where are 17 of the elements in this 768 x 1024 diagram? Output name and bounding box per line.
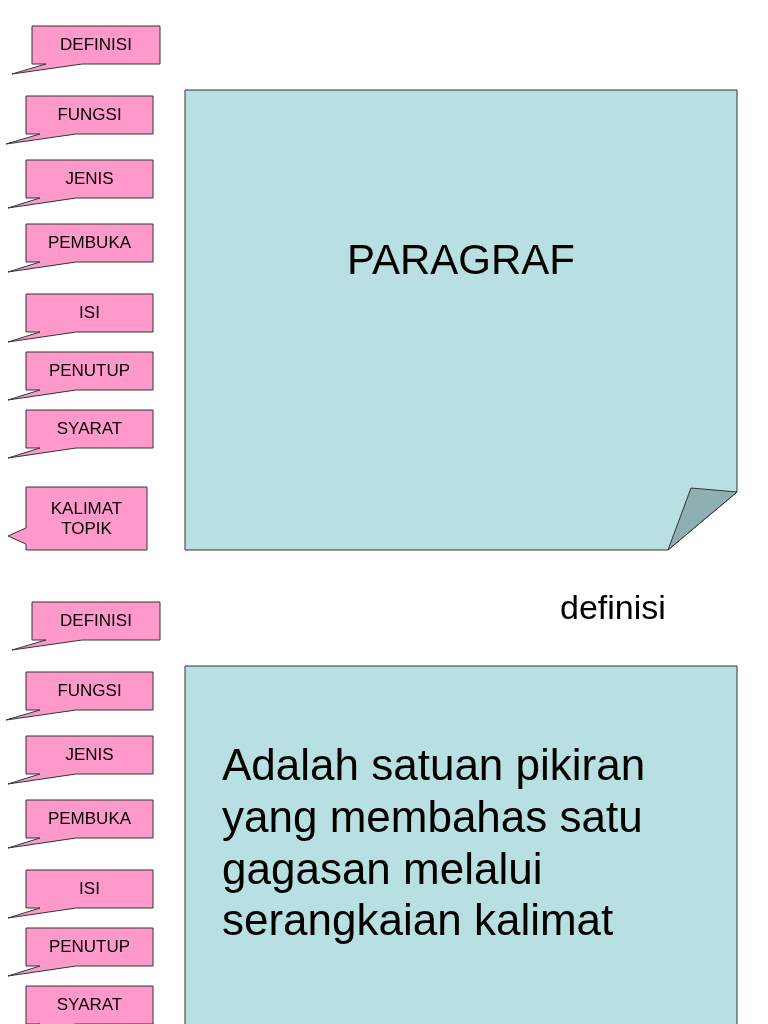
callout-box: JENIS (8, 160, 153, 208)
callout-box: PEMBUKA (8, 224, 153, 272)
callout-box: FUNGSI (6, 672, 153, 720)
callout-box: DEFINISI (12, 602, 160, 650)
callout-box: FUNGSI (6, 96, 153, 144)
callout-box: PEMBUKA (8, 800, 153, 848)
callout-box: ISI (8, 294, 153, 342)
note-box: Adalah satuan pikiran yang membahas satu gagasan melalui serangkaian kalimat (185, 666, 737, 1023)
callout-box: ISI (8, 870, 153, 918)
callout-box: JENIS (8, 736, 153, 784)
callout-box: PENUTUP (8, 352, 153, 400)
section-heading: definisi (560, 588, 666, 627)
callout-box: KALIMAT TOPIK (8, 487, 147, 550)
callout-box: DEFINISI (12, 26, 160, 74)
callout-box: SYARAT (8, 410, 153, 458)
note-box: PARAGRAF (185, 90, 737, 550)
callout-box: PENUTUP (8, 928, 153, 976)
